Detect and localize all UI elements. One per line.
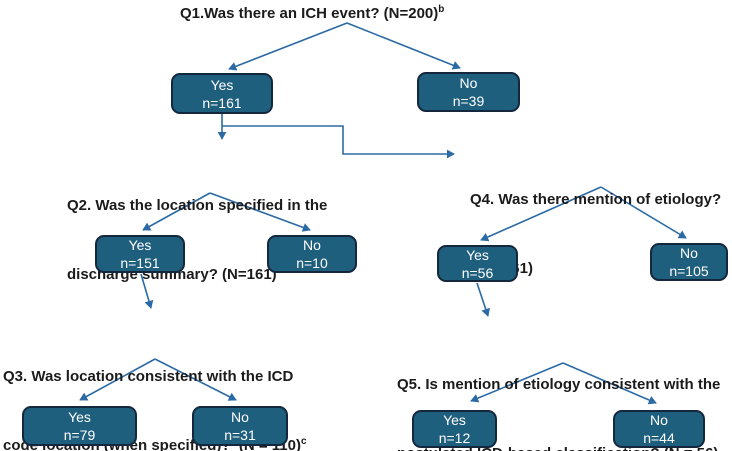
q4-title-line1: Q4. Was there mention of etiology? [470, 191, 722, 208]
q3-yes-label: Yes [68, 409, 91, 425]
q5-title: Q5. Is mention of etiology consistent wi… [397, 327, 720, 451]
q4-yes-count: n=56 [461, 264, 494, 281]
connector-q2-to-no [209, 192, 311, 232]
q4-yes-label: Yes [466, 246, 489, 263]
connector-q4-to-no [600, 186, 687, 239]
q5-no-count: n=44 [643, 430, 675, 446]
connector-q1yes-to-q4 [222, 125, 455, 159]
q3-yes-box: Yes n=79 [22, 406, 137, 446]
connector-q3-to-no [154, 358, 237, 401]
q3-superscript: c [300, 436, 307, 447]
q3-no-count: n=31 [224, 427, 256, 443]
connector-q1-to-no [346, 22, 461, 70]
q2-title-line1: Q2. Was the location specified in the [67, 197, 328, 214]
q4-yes-box: Yes n=56 [437, 245, 518, 282]
q1-no-count: n=39 [452, 93, 485, 109]
connector-q2-to-yes [142, 192, 211, 231]
q5-no-box: No n=44 [613, 410, 705, 448]
connector-q3-to-yes [79, 358, 156, 401]
connector-q4yes-to-q5 [476, 282, 490, 317]
q1-title: Q1.Was there an ICH event? (N=200)b [180, 2, 444, 25]
q2-yes-box: Yes n=151 [95, 235, 185, 273]
q1-yes-label: Yes [210, 76, 234, 93]
q3-yes-count: n=79 [63, 427, 96, 443]
connector-q2yes-to-q3 [140, 273, 154, 309]
connector-q1-to-yes [228, 22, 348, 71]
q4-no-count: n=105 [669, 263, 709, 279]
q5-yes-label: Yes [443, 412, 466, 428]
q3-no-label: No [231, 409, 249, 425]
q1-yes-box: Yes n=161 [171, 73, 273, 114]
q5-yes-box: Yes n=12 [412, 410, 497, 448]
q2-title: Q2. Was the location specified in the di… [67, 148, 327, 332]
q4-no-label: No [680, 245, 698, 261]
q1-title-text: Q1.Was there an ICH event? (N=200) [180, 5, 439, 22]
q2-no-box: No n=10 [267, 235, 357, 273]
q4-title: Q4. Was there mention of etiology? (N = … [470, 142, 721, 326]
connector-q4-to-yes [480, 186, 602, 242]
q3-no-box: No n=31 [192, 406, 288, 446]
q5-title-line1: Q5. Is mention of etiology consistent wi… [397, 376, 721, 393]
connector-q5-to-yes [470, 362, 564, 403]
q3-title-line1: Q3. Was location consistent with the ICD [3, 368, 294, 385]
q2-no-label: No [303, 237, 321, 253]
q2-yes-count: n=151 [120, 255, 160, 271]
q1-superscript: b [438, 4, 445, 15]
q1-no-box: No n=39 [417, 72, 520, 112]
q1-no-label: No [459, 75, 478, 91]
connector-q5-to-no [562, 362, 657, 405]
q4-no-box: No n=105 [650, 243, 728, 281]
q2-no-count: n=10 [296, 255, 328, 271]
q2-yes-label: Yes [128, 237, 152, 253]
q1-yes-count: n=161 [202, 94, 242, 111]
q5-yes-count: n=12 [438, 430, 471, 446]
q5-title-line2: postulated ICD-based classification? (N … [397, 442, 720, 451]
q5-no-label: No [650, 412, 668, 428]
